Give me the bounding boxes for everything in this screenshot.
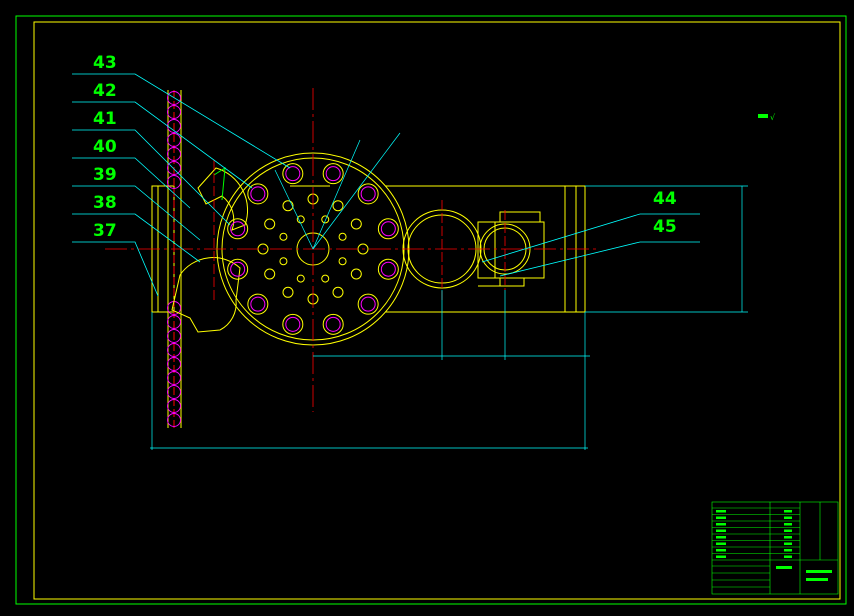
turret-pocket [227,218,249,240]
turret-bolt [321,215,330,224]
turret-hole [264,218,276,230]
chain-ring [167,371,181,385]
callout-41: 41 [93,109,117,129]
chain-ring [167,315,181,329]
sheet-outer-border [15,15,847,605]
turret-pocket [357,293,379,315]
title-entry [784,555,792,558]
turret-hole [350,218,362,230]
title-entry [776,566,792,569]
title-entry [784,542,792,545]
turret-pocket-inner [250,186,266,202]
title-entry [784,529,792,532]
turret-pocket [377,258,399,280]
turret-pocket-inner [230,261,246,277]
title-block [711,501,839,595]
title-entry [716,529,726,532]
turret-hole [332,200,344,212]
turret-hole [264,268,276,280]
conveyor-chain-rings [167,91,181,427]
turret-pocket-inner [325,166,341,182]
turret-pocket-inner [380,261,396,277]
callout-37: 37 [93,221,117,241]
chain-ring [167,343,181,357]
turret-pocket [322,313,344,335]
title-entry [716,510,726,513]
title-entry [806,570,832,573]
title-entry [784,516,792,519]
chain-ring [167,357,181,371]
chain-ring [167,105,181,119]
title-entry [784,523,792,526]
turret-pocket [247,183,269,205]
callout-44: 44 [653,189,677,209]
callout-38: 38 [93,193,117,213]
star-wheel-upper [197,167,249,231]
turret-hole [282,286,294,298]
turret-bolt [338,257,347,266]
surface-finish-note [758,114,768,118]
turret-pocket-inner [380,221,396,237]
turret-bolt [279,257,288,266]
callout-45: 45 [653,217,677,237]
turret-hole [282,200,294,212]
title-entry [716,523,726,526]
turret-pocket-inner [285,166,301,182]
title-entry [716,516,726,519]
turret-pocket-inner [360,296,376,312]
turret-pocket-inner [360,186,376,202]
turret-pocket-inner [325,316,341,332]
turret-pocket-inner [285,316,301,332]
turret-pocket [357,183,379,205]
turret-pocket [282,163,304,185]
title-entry [784,510,792,513]
chain-ring [167,399,181,413]
title-block-entries [716,510,832,581]
chain-ring [167,385,181,399]
turret-hole [332,286,344,298]
callout-40: 40 [93,137,117,157]
turret-pocket [282,313,304,335]
turret-holes-inner [279,215,347,283]
turret-pocket [227,258,249,280]
conveyor-column [167,90,182,428]
chain-ring [167,413,181,427]
turret-pockets [227,163,399,335]
title-entry [716,549,726,552]
leader-lines [72,73,700,297]
turret-bolt [296,215,305,224]
turret-bolt [296,274,305,283]
chain-ring [167,161,181,175]
chain-ring [167,147,181,161]
title-entry [784,536,792,539]
chain-ring [167,91,181,105]
turret-pocket-inner [230,221,246,237]
title-entry [716,542,726,545]
turret-bolt [338,232,347,241]
turret-hole [350,268,362,280]
star-wheel-lower [171,257,241,333]
callout-43: 43 [93,53,117,73]
turret-pocket [247,293,269,315]
callout-42: 42 [93,81,117,101]
title-entry [716,536,726,539]
title-entry [716,555,726,558]
chain-ring [167,175,181,189]
turret-pocket [322,163,344,185]
title-entry [806,578,828,581]
sheet-inner-border [33,21,841,600]
turret-pocket [377,218,399,240]
dimension-lines [150,132,748,450]
surface-finish-mark: √ [770,113,776,122]
chain-ring [167,133,181,147]
turret-pocket-inner [250,296,266,312]
turret-bolt [321,274,330,283]
title-block-rows [712,507,800,588]
chain-ring [167,329,181,343]
callout-39: 39 [93,165,117,185]
center-lines [105,88,600,412]
title-entry [784,549,792,552]
turret-bolt [279,232,288,241]
